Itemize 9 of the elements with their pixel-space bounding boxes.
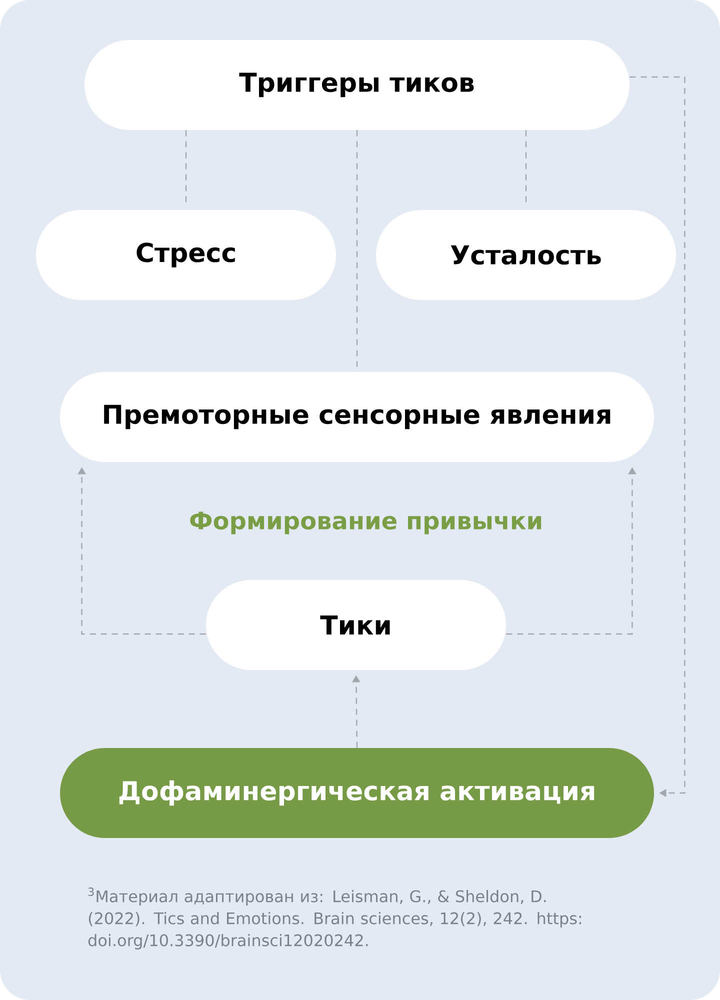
- process-box: Премоторные сенсорные явления: [60, 372, 654, 462]
- process-box: Триггеры тиков: [84, 40, 630, 130]
- footnote-text: $^{3}$Материал адаптирован из: Leisman, G., & Sheldon, D. (2022). Tics and Emotions. Brain sciences, 12(2), 242. https: doi.org/10.3390/brainsci12020242.: [88, 888, 582, 950]
- process-box: Стресс: [36, 210, 336, 300]
- section-label: Формирование привычки: [190, 512, 542, 534]
- connector-arrow: [630, 76, 686, 798]
- process-box: Усталость: [376, 210, 676, 300]
- process-box: Дофаминергическая активация: [60, 748, 654, 838]
- process-box: Тики: [206, 580, 506, 670]
